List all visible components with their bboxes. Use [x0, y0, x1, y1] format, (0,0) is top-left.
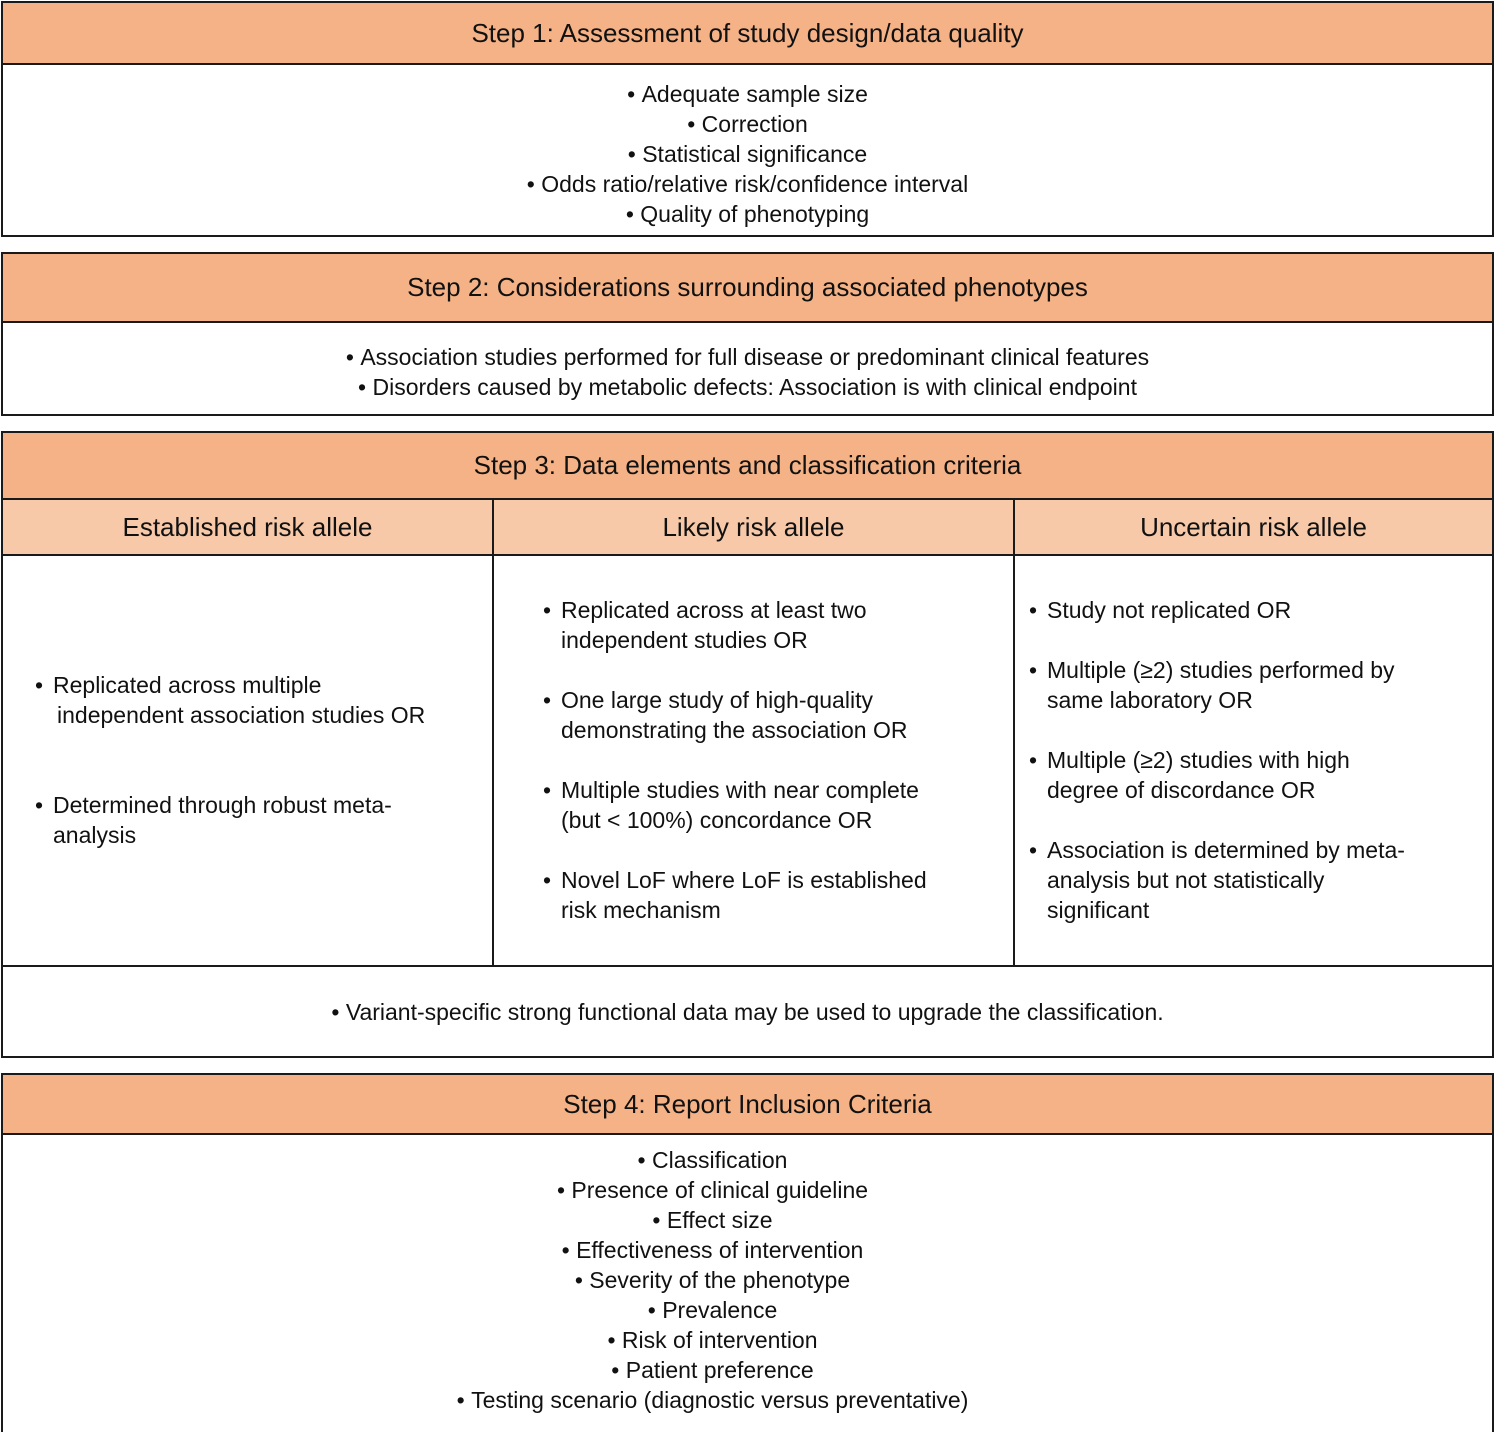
item-line: independent studies OR [561, 627, 808, 653]
list-item: Quality of phenotyping [3, 199, 1492, 229]
item-line: significant [1047, 897, 1150, 923]
column-uncertain: Uncertain risk allele • Study not replic… [1013, 500, 1492, 965]
item-line: degree of discordance OR [1047, 777, 1316, 803]
item-line: same laboratory OR [1047, 687, 1253, 713]
item-line: Novel LoF where LoF is established [561, 867, 927, 893]
item-line: independent association studies OR [57, 702, 426, 728]
list-item: • Replicated across multiple independent… [35, 670, 492, 730]
item-line: analysis but not statistically [1047, 867, 1325, 893]
step2-box: Step 2: Considerations surrounding assoc… [1, 252, 1494, 416]
step1-list: Adequate sample size Correction Statisti… [3, 65, 1492, 229]
item-line: Determined through robust meta- [53, 792, 392, 818]
step2-list: Association studies performed for full d… [3, 323, 1492, 402]
column-body-likely: • Replicated across at least two indepen… [494, 556, 1013, 925]
item-line: Replicated across at least two [561, 597, 867, 623]
item-line: Multiple (≥2) studies performed by [1047, 657, 1395, 683]
list-item: Correction [3, 109, 1492, 139]
item-line: Association is determined by meta- [1047, 837, 1405, 863]
list-item: • Multiple (≥2) studies performed by sam… [1029, 655, 1492, 715]
item-line: One large study of high-quality [561, 687, 873, 713]
step1-title: Step 1: Assessment of study design/data … [471, 17, 1024, 48]
column-heading-likely: Likely risk allele [494, 500, 1013, 556]
list-item: • One large study of high-quality demons… [543, 685, 1013, 745]
step2-header: Step 2: Considerations surrounding assoc… [3, 254, 1492, 323]
step4-list: Classification Presence of clinical guid… [3, 1135, 1492, 1415]
column-heading-text: Likely risk allele [662, 511, 845, 542]
column-body-uncertain: • Study not replicated OR • Multiple (≥2… [1015, 556, 1492, 925]
item-line: Multiple (≥2) studies with high [1047, 747, 1350, 773]
list-item: Testing scenario (diagnostic versus prev… [3, 1385, 1422, 1415]
step4-header: Step 4: Report Inclusion Criteria [3, 1075, 1492, 1135]
item-line: Study not replicated OR [1047, 597, 1292, 623]
step3-title: Step 3: Data elements and classification… [473, 450, 1022, 480]
step4-title: Step 4: Report Inclusion Criteria [563, 1088, 932, 1119]
step4-box: Step 4: Report Inclusion Criteria Classi… [1, 1073, 1494, 1432]
list-item: • Multiple (≥2) studies with high degree… [1029, 745, 1492, 805]
list-item: • Replicated across at least two indepen… [543, 595, 1013, 655]
column-heading-text: Established risk allele [122, 511, 373, 542]
column-heading-uncertain: Uncertain risk allele [1015, 500, 1492, 556]
step1-header: Step 1: Assessment of study design/data … [3, 3, 1492, 65]
list-item: Odds ratio/relative risk/confidence inte… [3, 169, 1492, 199]
bullet-icon: • [35, 792, 44, 818]
list-item: Severity of the phenotype [3, 1265, 1422, 1295]
item-line: (but < 100%) concordance OR [561, 807, 873, 833]
list-item: Classification [3, 1145, 1422, 1175]
list-item: Effectiveness of intervention [3, 1235, 1422, 1265]
list-item: Presence of clinical guideline [3, 1175, 1422, 1205]
bullet-icon: • [543, 597, 552, 623]
list-item: Prevalence [3, 1295, 1422, 1325]
step1-box: Step 1: Assessment of study design/data … [1, 1, 1494, 237]
list-item: Risk of intervention [3, 1325, 1422, 1355]
column-heading-text: Uncertain risk allele [1140, 511, 1367, 542]
list-item: Patient preference [3, 1355, 1422, 1385]
bullet-icon: • [1029, 837, 1038, 863]
bullet-icon: • [1029, 657, 1038, 683]
list-item: • Study not replicated OR [1029, 595, 1492, 625]
column-body-established: • Replicated across multiple independent… [3, 556, 492, 850]
item-line: analysis [53, 822, 137, 848]
list-item: Association studies performed for full d… [3, 342, 1492, 372]
step2-title: Step 2: Considerations surrounding assoc… [407, 272, 1088, 302]
list-item: Effect size [3, 1205, 1422, 1235]
column-likely: Likely risk allele • Replicated across a… [492, 500, 1013, 965]
bullet-icon: • [1029, 747, 1038, 773]
column-heading-established: Established risk allele [3, 500, 492, 556]
bullet-icon: • [1029, 597, 1038, 623]
list-item: Disorders caused by metabolic defects: A… [3, 372, 1492, 402]
list-item: Statistical significance [3, 139, 1492, 169]
item-line: risk mechanism [561, 897, 721, 923]
bullet-icon: • [543, 867, 552, 893]
footer-note: Variant-specific strong functional data … [331, 997, 1164, 1027]
list-item: • Novel LoF where LoF is established ris… [543, 865, 1013, 925]
bullet-icon: • [543, 687, 552, 713]
item-line: Multiple studies with near complete [561, 777, 919, 803]
item-line: demonstrating the association OR [561, 717, 908, 743]
step3-header: Step 3: Data elements and classification… [3, 433, 1492, 500]
list-item: • Association is determined by meta- ana… [1029, 835, 1492, 925]
step3-box: Step 3: Data elements and classification… [1, 431, 1494, 1058]
classification-columns: Established risk allele • Replicated acr… [3, 500, 1492, 967]
list-item: Adequate sample size [3, 79, 1492, 109]
item-line: Replicated across multiple [53, 672, 322, 698]
list-item: • Multiple studies with near complete (b… [543, 775, 1013, 835]
list-item: • Determined through robust meta- analys… [35, 790, 492, 850]
step3-footer: Variant-specific strong functional data … [3, 967, 1492, 1056]
bullet-icon: • [543, 777, 552, 803]
bullet-icon: • [35, 672, 44, 698]
column-established: Established risk allele • Replicated acr… [3, 500, 492, 965]
